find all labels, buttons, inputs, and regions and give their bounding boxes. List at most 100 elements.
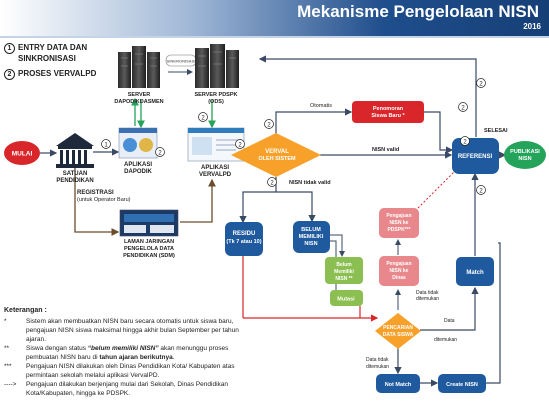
- step-marker-top-right-num: 2: [479, 82, 483, 88]
- server-pdspk-label-1: SERVER PDSPK: [195, 92, 238, 98]
- step-marker-verval-down: 2: [267, 177, 277, 187]
- edge-pdspk-referensi: [417, 165, 461, 209]
- keterangan-title: Keterangan :: [4, 307, 47, 314]
- verval-label-2: OLEH SISTEM: [258, 156, 296, 162]
- step-marker-referensi-num: 2: [463, 140, 467, 146]
- label-data-tidak-ditemukan-1b: ditemukan: [416, 296, 439, 302]
- edge-referensi-server: [258, 55, 477, 137]
- satuan-label-1: SATUAN: [63, 171, 88, 177]
- penomoran-node: Penomoran Siswa Baru *: [352, 101, 424, 123]
- keterangan-item-3: *** Pengajuan NISN dilakukan oleh Dinas …: [4, 362, 249, 380]
- label-nisn-tidak-valid: NISN tidak valid: [289, 180, 331, 186]
- sinkronisasi-badge: SINKRONISASI: [165, 54, 197, 67]
- page-year: 2016: [523, 22, 541, 31]
- create-nisn-node: Create NISN: [438, 374, 486, 393]
- step-marker-match: 2: [476, 185, 486, 195]
- publikasi-label-1: PUBLIKASI: [510, 149, 540, 155]
- server-dapodikdasmen-node: SERVER DAPODIKDASMEN: [114, 46, 164, 105]
- step-marker-dapodik: 2: [155, 147, 165, 157]
- legend-step-2-label: PROSES VERVALPD: [18, 69, 97, 78]
- residu-node: RESIDU (Tk 7 atau 10): [225, 222, 263, 256]
- satuan-pendidikan-node: SATUAN PENDIDIKAN: [56, 133, 94, 184]
- keterangan-sym-3: ***: [4, 363, 12, 370]
- aplikasi-dapodik-label-2: DAPODIK: [124, 169, 152, 175]
- penomoran-label-1: Penomoran: [373, 106, 404, 112]
- page-title: Mekanisme Pengelolaan NISN: [297, 2, 539, 21]
- edge-belum-belumnisn: [330, 234, 345, 257]
- belum-nisn-label-1: Belum: [336, 262, 352, 268]
- registrasi-label: REGISTRASI (untuk Operator Baru): [77, 190, 131, 203]
- aplikasi-dapodik-label-1: APLIKASI: [124, 162, 152, 168]
- label-data-tidak-ditemukan-2a: Data tidak: [366, 357, 389, 363]
- create-nisn-label: Create NISN: [446, 382, 478, 388]
- belum-label-1: BELUM: [301, 227, 321, 233]
- server-rack-icon: [118, 46, 160, 88]
- publikasi-label-2: NISN: [518, 156, 531, 162]
- pengajuan-dinas-label-3: Dinas: [392, 275, 406, 281]
- satuan-label-2: PENDIDIKAN: [56, 178, 93, 184]
- keterangan-text-1: Sistem akan membuatkan NISN baru secara …: [26, 318, 239, 343]
- header-banner: Mekanisme Pengelolaan NISN 2016: [0, 0, 549, 36]
- label-data-ditemukan-a: Data: [444, 318, 455, 324]
- edge-verval-belum: [276, 191, 316, 223]
- not-match-node: Not Match: [376, 374, 420, 393]
- keterangan-sym-2: **: [4, 345, 10, 352]
- step-marker-satuan: 1: [101, 139, 111, 149]
- residu-label-1: RESIDU: [233, 231, 256, 237]
- laman-sdm-node: LAMAN JARINGAN PENGELOLA DATA PENDIDIKAN…: [119, 209, 179, 259]
- keterangan-text-2-bold: “belum memiliki NISN”: [87, 345, 159, 352]
- step-marker-penomoran-num: 2: [461, 106, 465, 112]
- belum-label-2: MEMILIKI: [299, 234, 324, 240]
- keterangan-text-3: Pengajuan NISN dilakukan oleh Dinas Pend…: [26, 363, 235, 379]
- step-marker-vervalpd-out: 2: [235, 139, 245, 149]
- mutasi-node: Mutasi: [330, 290, 363, 306]
- match-node: Match: [456, 257, 494, 286]
- belum-label-3: NISN: [304, 241, 317, 247]
- step-marker-penomoran: 2: [458, 102, 468, 112]
- match-label: Match: [466, 270, 484, 276]
- mulai-label: MULAI: [12, 151, 33, 158]
- legend-step-1-line2: SINKRONISASI: [18, 54, 76, 63]
- step-marker-satuan-num: 1: [104, 143, 108, 149]
- aplikasi-vervalpd-label-1: APLIKASI: [201, 165, 229, 171]
- step-marker-pdspk: 2: [198, 112, 208, 122]
- step-marker-vervalpd-out-num: 2: [238, 143, 242, 149]
- pencarian-label-2: DATA SISWA: [383, 332, 414, 338]
- server-pdspk-node: SERVER PDSPK (ODS): [195, 44, 239, 105]
- laman-label-2: PENGELOLA DATA: [124, 246, 174, 252]
- dapodik-screenshot-icon: [118, 127, 158, 159]
- legend-step-2-number: 2: [4, 69, 15, 80]
- keterangan-item-1: * Sistem akan membuatkan NISN baru secar…: [4, 317, 249, 344]
- step-marker-match-num: 2: [479, 189, 483, 195]
- edge-satuan-laman: [74, 168, 120, 236]
- registrasi-label-1: REGISTRASI: [77, 190, 114, 196]
- keterangan-text-2-bold2: tahun ajaran berikutnya: [99, 354, 173, 361]
- label-data-ditemukan-b: ditemukan: [434, 337, 457, 343]
- label-nisn-valid: NISN valid: [372, 147, 399, 153]
- label-selesai: SELESAI: [484, 128, 508, 134]
- step-markers: 1 2 2 2 2 2 2: [101, 78, 486, 195]
- penomoran-label-2: Siswa Baru *: [371, 113, 405, 119]
- laman-screenshot-icon: [119, 209, 179, 237]
- mulai-node: MULAI: [4, 141, 40, 165]
- laman-label-3: PENDIDIKAN (SDM): [123, 253, 175, 259]
- aplikasi-dapodik-node: APLIKASI DAPODIK: [118, 127, 158, 175]
- label-data-tidak-ditemukan-1a: Data tidak: [416, 290, 439, 296]
- keterangan-text-2-mid: akan menunggu proses pembuatan NISN baru…: [26, 345, 229, 361]
- edge-create-up: [486, 242, 501, 384]
- pengajuan-dinas-label-1: Pengajuan: [386, 261, 411, 267]
- step-marker-verval-top: 2: [264, 119, 274, 129]
- verval-diamond: VERVAL OLEH SISTEM: [231, 133, 321, 177]
- school-building-icon: [56, 133, 94, 168]
- keterangan-text-4: Pengajuan dilakukan berjenjang mulai dar…: [26, 381, 228, 397]
- pengajuan-pdspk-label-3: PDSPK***: [387, 227, 410, 233]
- not-match-label: Not Match: [385, 382, 412, 388]
- keterangan-text-2: Siswa dengan status “belum memiliki NISN…: [26, 344, 249, 362]
- pengajuan-pdspk-node: Pengajuan NISN ke PDSPK***: [379, 208, 419, 238]
- keterangan-sym-1: *: [4, 318, 7, 325]
- pengajuan-pdspk-label-2: NISN ke: [390, 220, 409, 226]
